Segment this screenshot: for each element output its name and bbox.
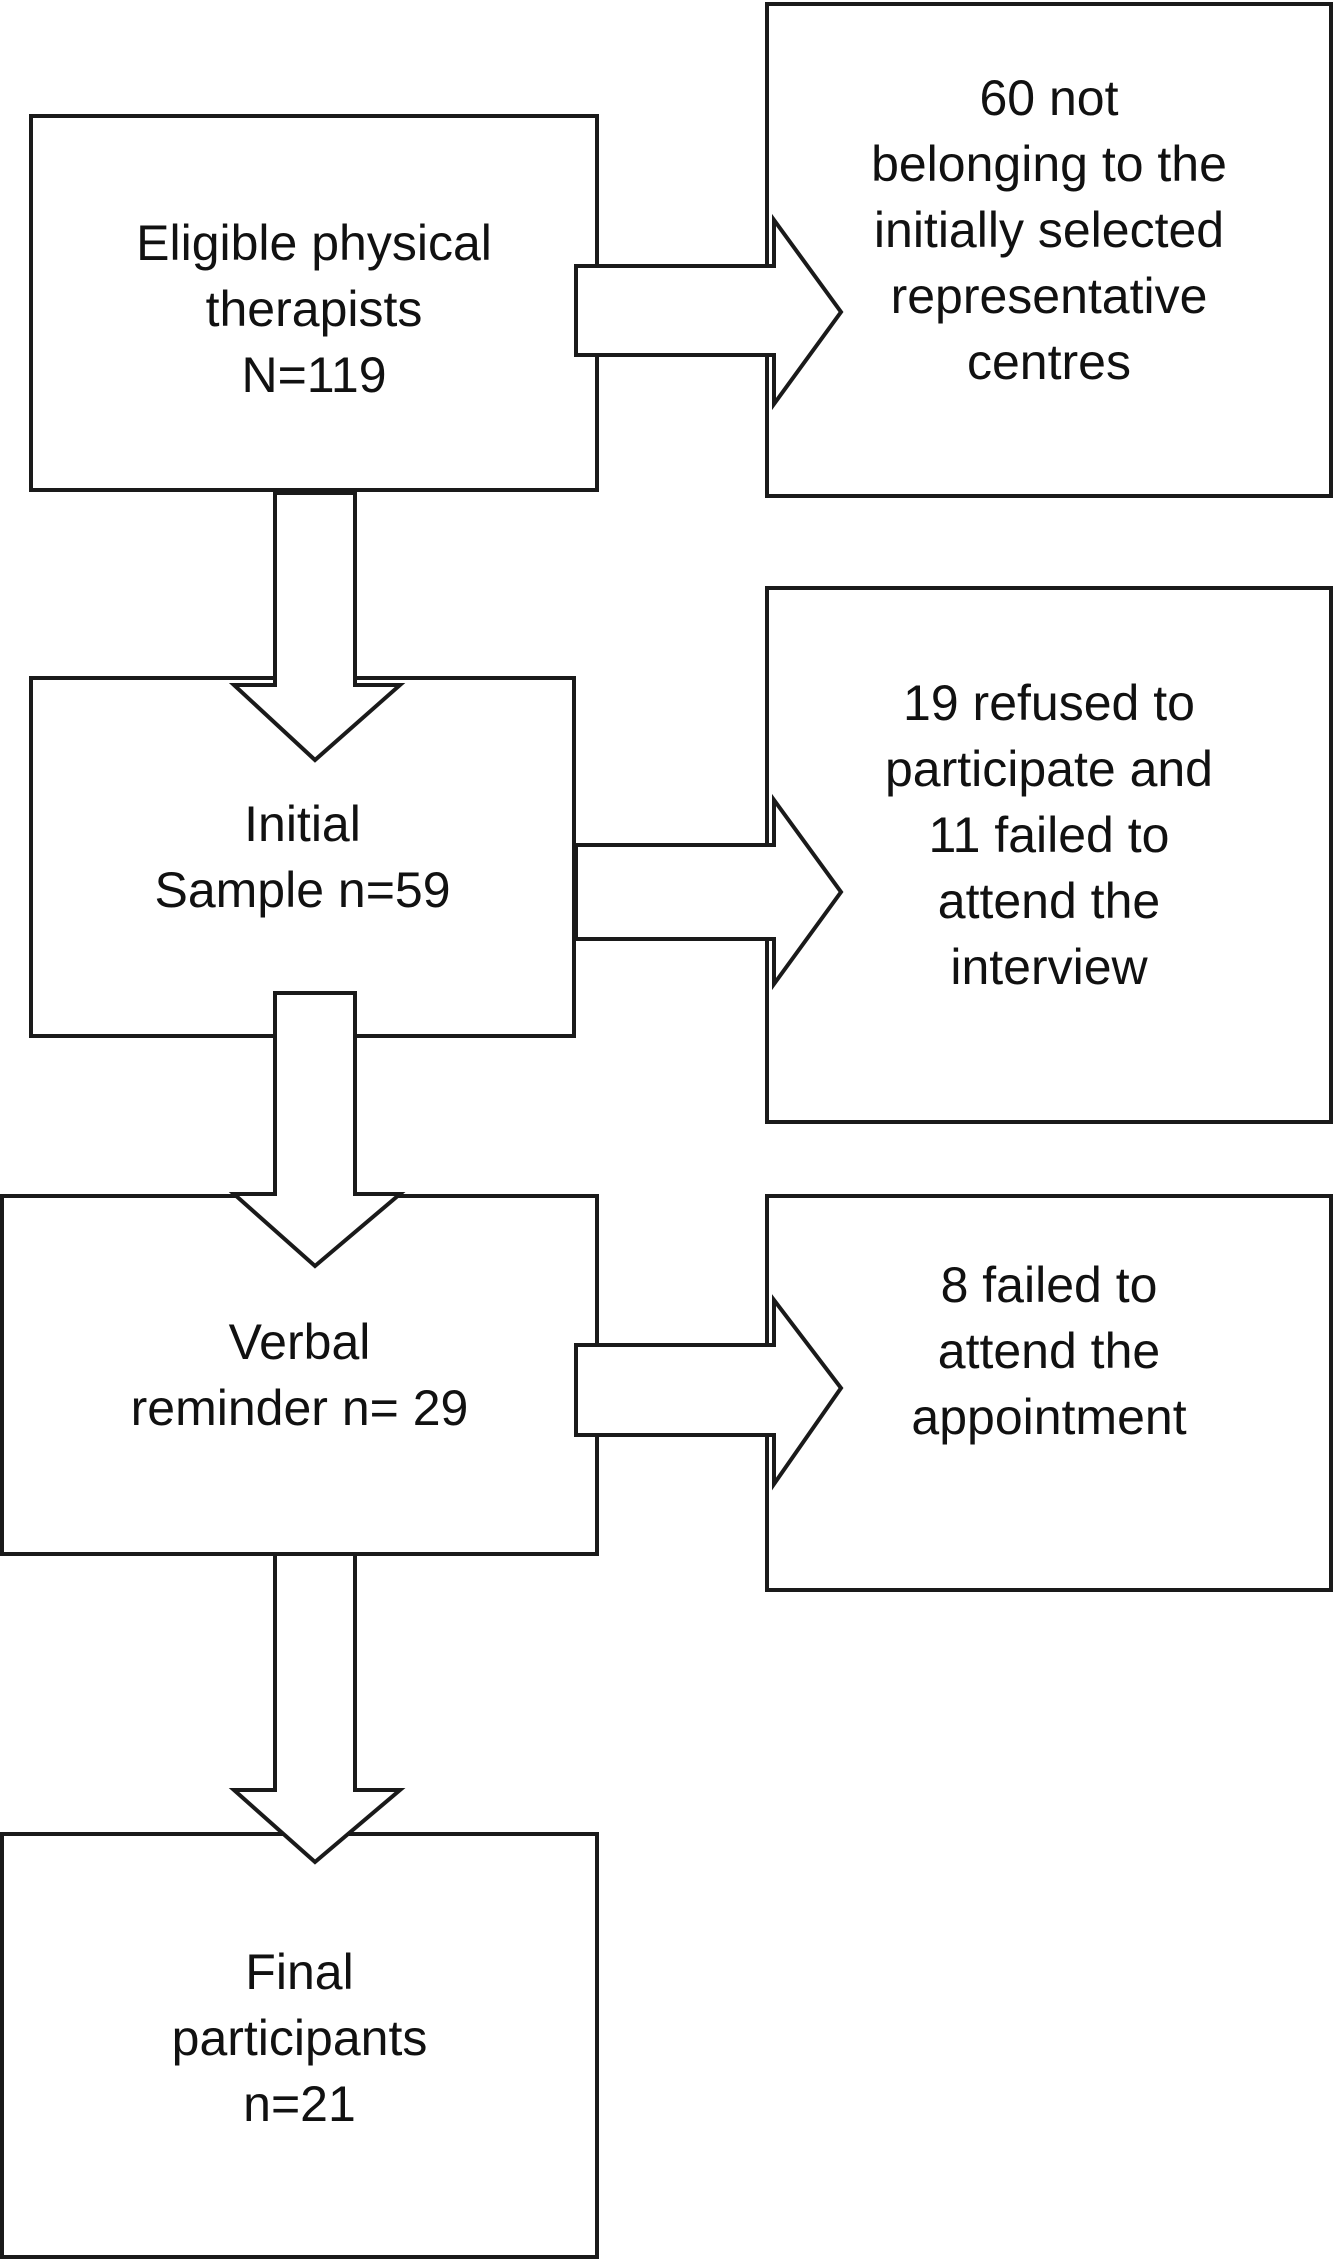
final-participants-text: Final participants n=21	[171, 1943, 428, 2132]
initial-sample-text: Initial Sample n=59	[154, 796, 451, 918]
exclusion-refused-failed-interview-text: 19 refused to participate and 11 failed …	[884, 675, 1213, 995]
down-arrow-verbal-to-final	[228, 1552, 406, 1865]
final-participants-box: Final participants n=21	[0, 1832, 599, 2259]
verbal-reminder-text: Verbal reminder n= 29	[130, 1314, 469, 1436]
exclusion-failed-appointment-box: 8 failed to attend the appointment	[765, 1194, 1333, 1592]
eligible-therapists-box: Eligible physical therapists N=119	[29, 114, 599, 492]
eligible-therapists-text: Eligible physical therapists N=119	[136, 215, 492, 403]
exclusion-not-selected-centres-text: 60 not belonging to the initially select…	[871, 70, 1227, 390]
exclusion-not-selected-centres-box: 60 not belonging to the initially select…	[765, 2, 1333, 498]
verbal-reminder-box: Verbal reminder n= 29	[0, 1194, 599, 1556]
initial-sample-box: Initial Sample n=59	[29, 676, 576, 1038]
exclusion-refused-failed-interview-box: 19 refused to participate and 11 failed …	[765, 586, 1333, 1124]
exclusion-failed-appointment-text: 8 failed to attend the appointment	[911, 1257, 1187, 1445]
